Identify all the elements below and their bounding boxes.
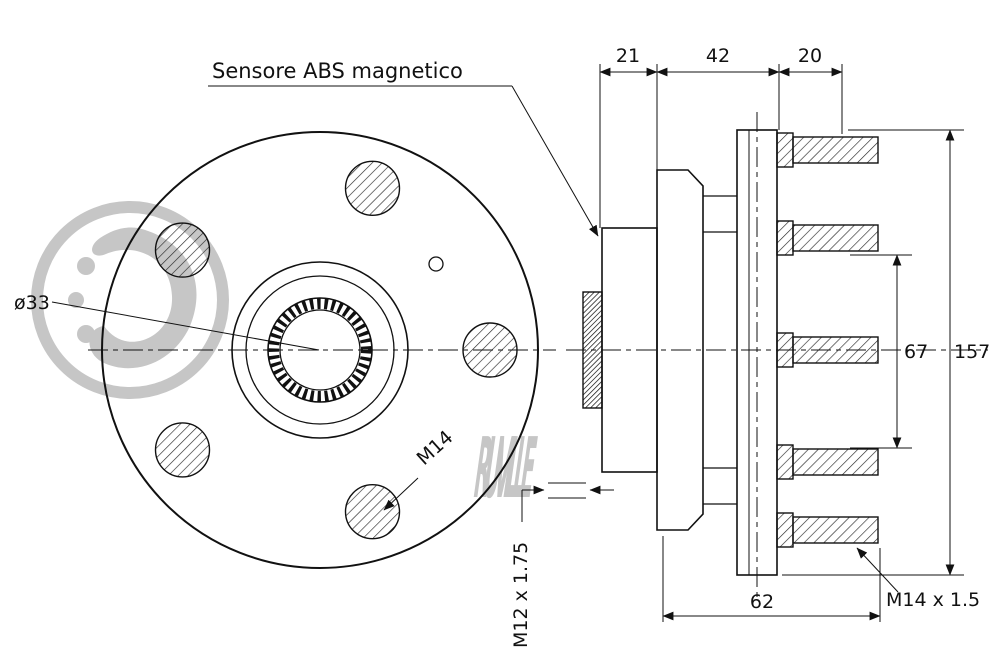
sensor-callout: Sensore ABS magnetico: [208, 59, 599, 237]
small-thread-label: M12 x 1.75: [510, 542, 532, 647]
hub-body: [656, 169, 704, 531]
sensor-leader-line: [511, 85, 599, 237]
dimension-67: 67: [904, 341, 928, 363]
bore-leader-line: [51, 301, 320, 351]
bolt-hole: [344, 484, 401, 540]
dimension-20: 20: [798, 45, 822, 67]
stud-thread-label: M14 x 1.5: [886, 589, 980, 611]
logo-dot: [77, 257, 95, 275]
logo-dot: [68, 292, 84, 308]
stud-thread-leader: [856, 547, 899, 593]
front-thread-leader: [383, 477, 419, 511]
wheel-stud: [776, 132, 879, 168]
logo-ring: [31, 201, 229, 399]
bolt-hole: [154, 222, 211, 278]
dimension-21: 21: [616, 45, 640, 67]
wheel-stud: [776, 444, 879, 480]
brand-watermark-text: RUVILLE: [469, 420, 540, 517]
side-view: [521, 112, 988, 598]
dimension-62: 62: [750, 591, 774, 613]
logo-dot: [77, 325, 95, 343]
watermark-brand: RUVILLE: [469, 420, 540, 517]
dimension-42: 42: [706, 45, 730, 67]
dimensions: 21 42 20 67 157 62 M12 x 1.75 M14 x 1.5: [510, 45, 990, 647]
bolt-hole: [344, 160, 401, 217]
bolt-hole: [154, 422, 211, 478]
bore-diameter-label: ø33: [14, 292, 50, 314]
wheel-stud: [776, 512, 879, 548]
small-pin-hole: [428, 256, 444, 272]
abs-sensor-label: Sensore ABS magnetico: [212, 59, 463, 83]
front-view: ø33 M14: [14, 131, 556, 569]
dimension-157: 157: [954, 341, 990, 363]
front-thread-label: M14: [413, 426, 458, 470]
wheel-stud: [776, 220, 879, 256]
